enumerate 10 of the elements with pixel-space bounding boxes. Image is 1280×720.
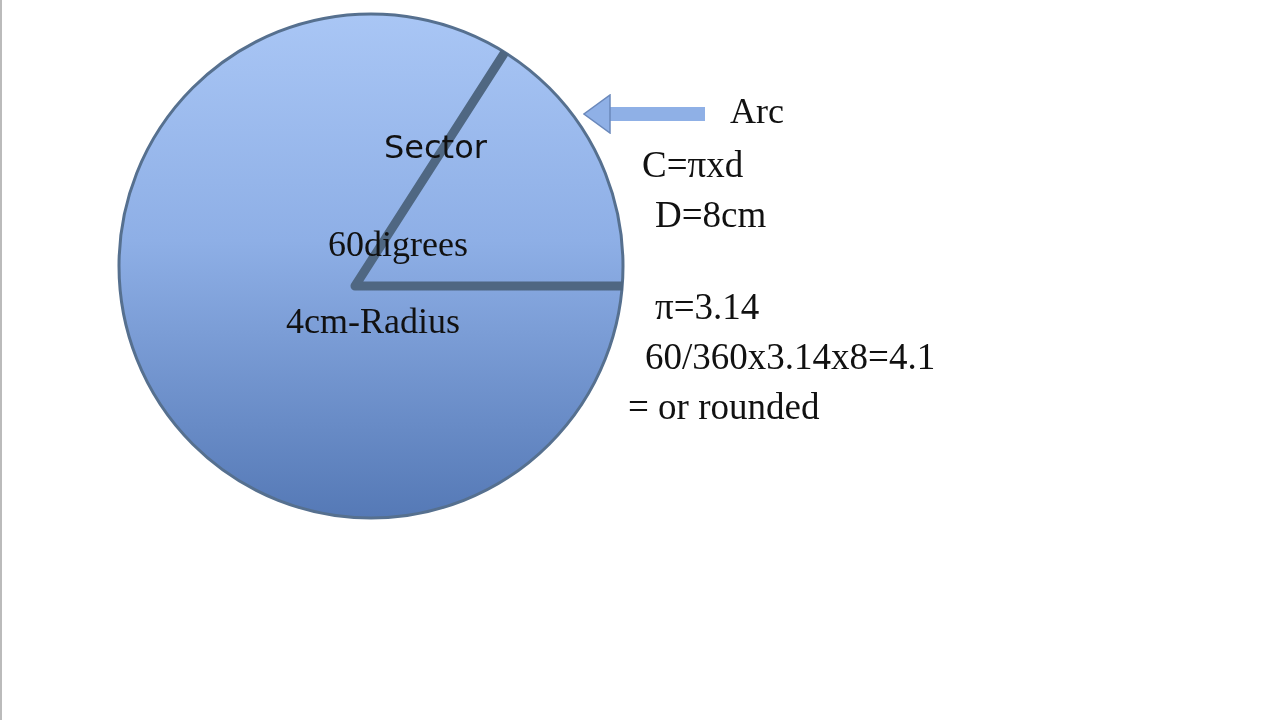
- formula-text: C=πxd: [642, 145, 744, 186]
- formula-text: = or rounded: [628, 387, 820, 428]
- formula-text: 60/360x3.14x8=4.1: [645, 337, 936, 378]
- diagram-label: 60digrees: [328, 225, 468, 265]
- formula-text: π=3.14: [655, 287, 760, 328]
- formula-text: D=8cm: [655, 195, 767, 236]
- diagram-label: Sector: [384, 130, 487, 166]
- diagram-label: 4cm-Radius: [286, 302, 460, 342]
- block-arrow: [583, 94, 705, 134]
- arc-label: Arc: [730, 92, 784, 132]
